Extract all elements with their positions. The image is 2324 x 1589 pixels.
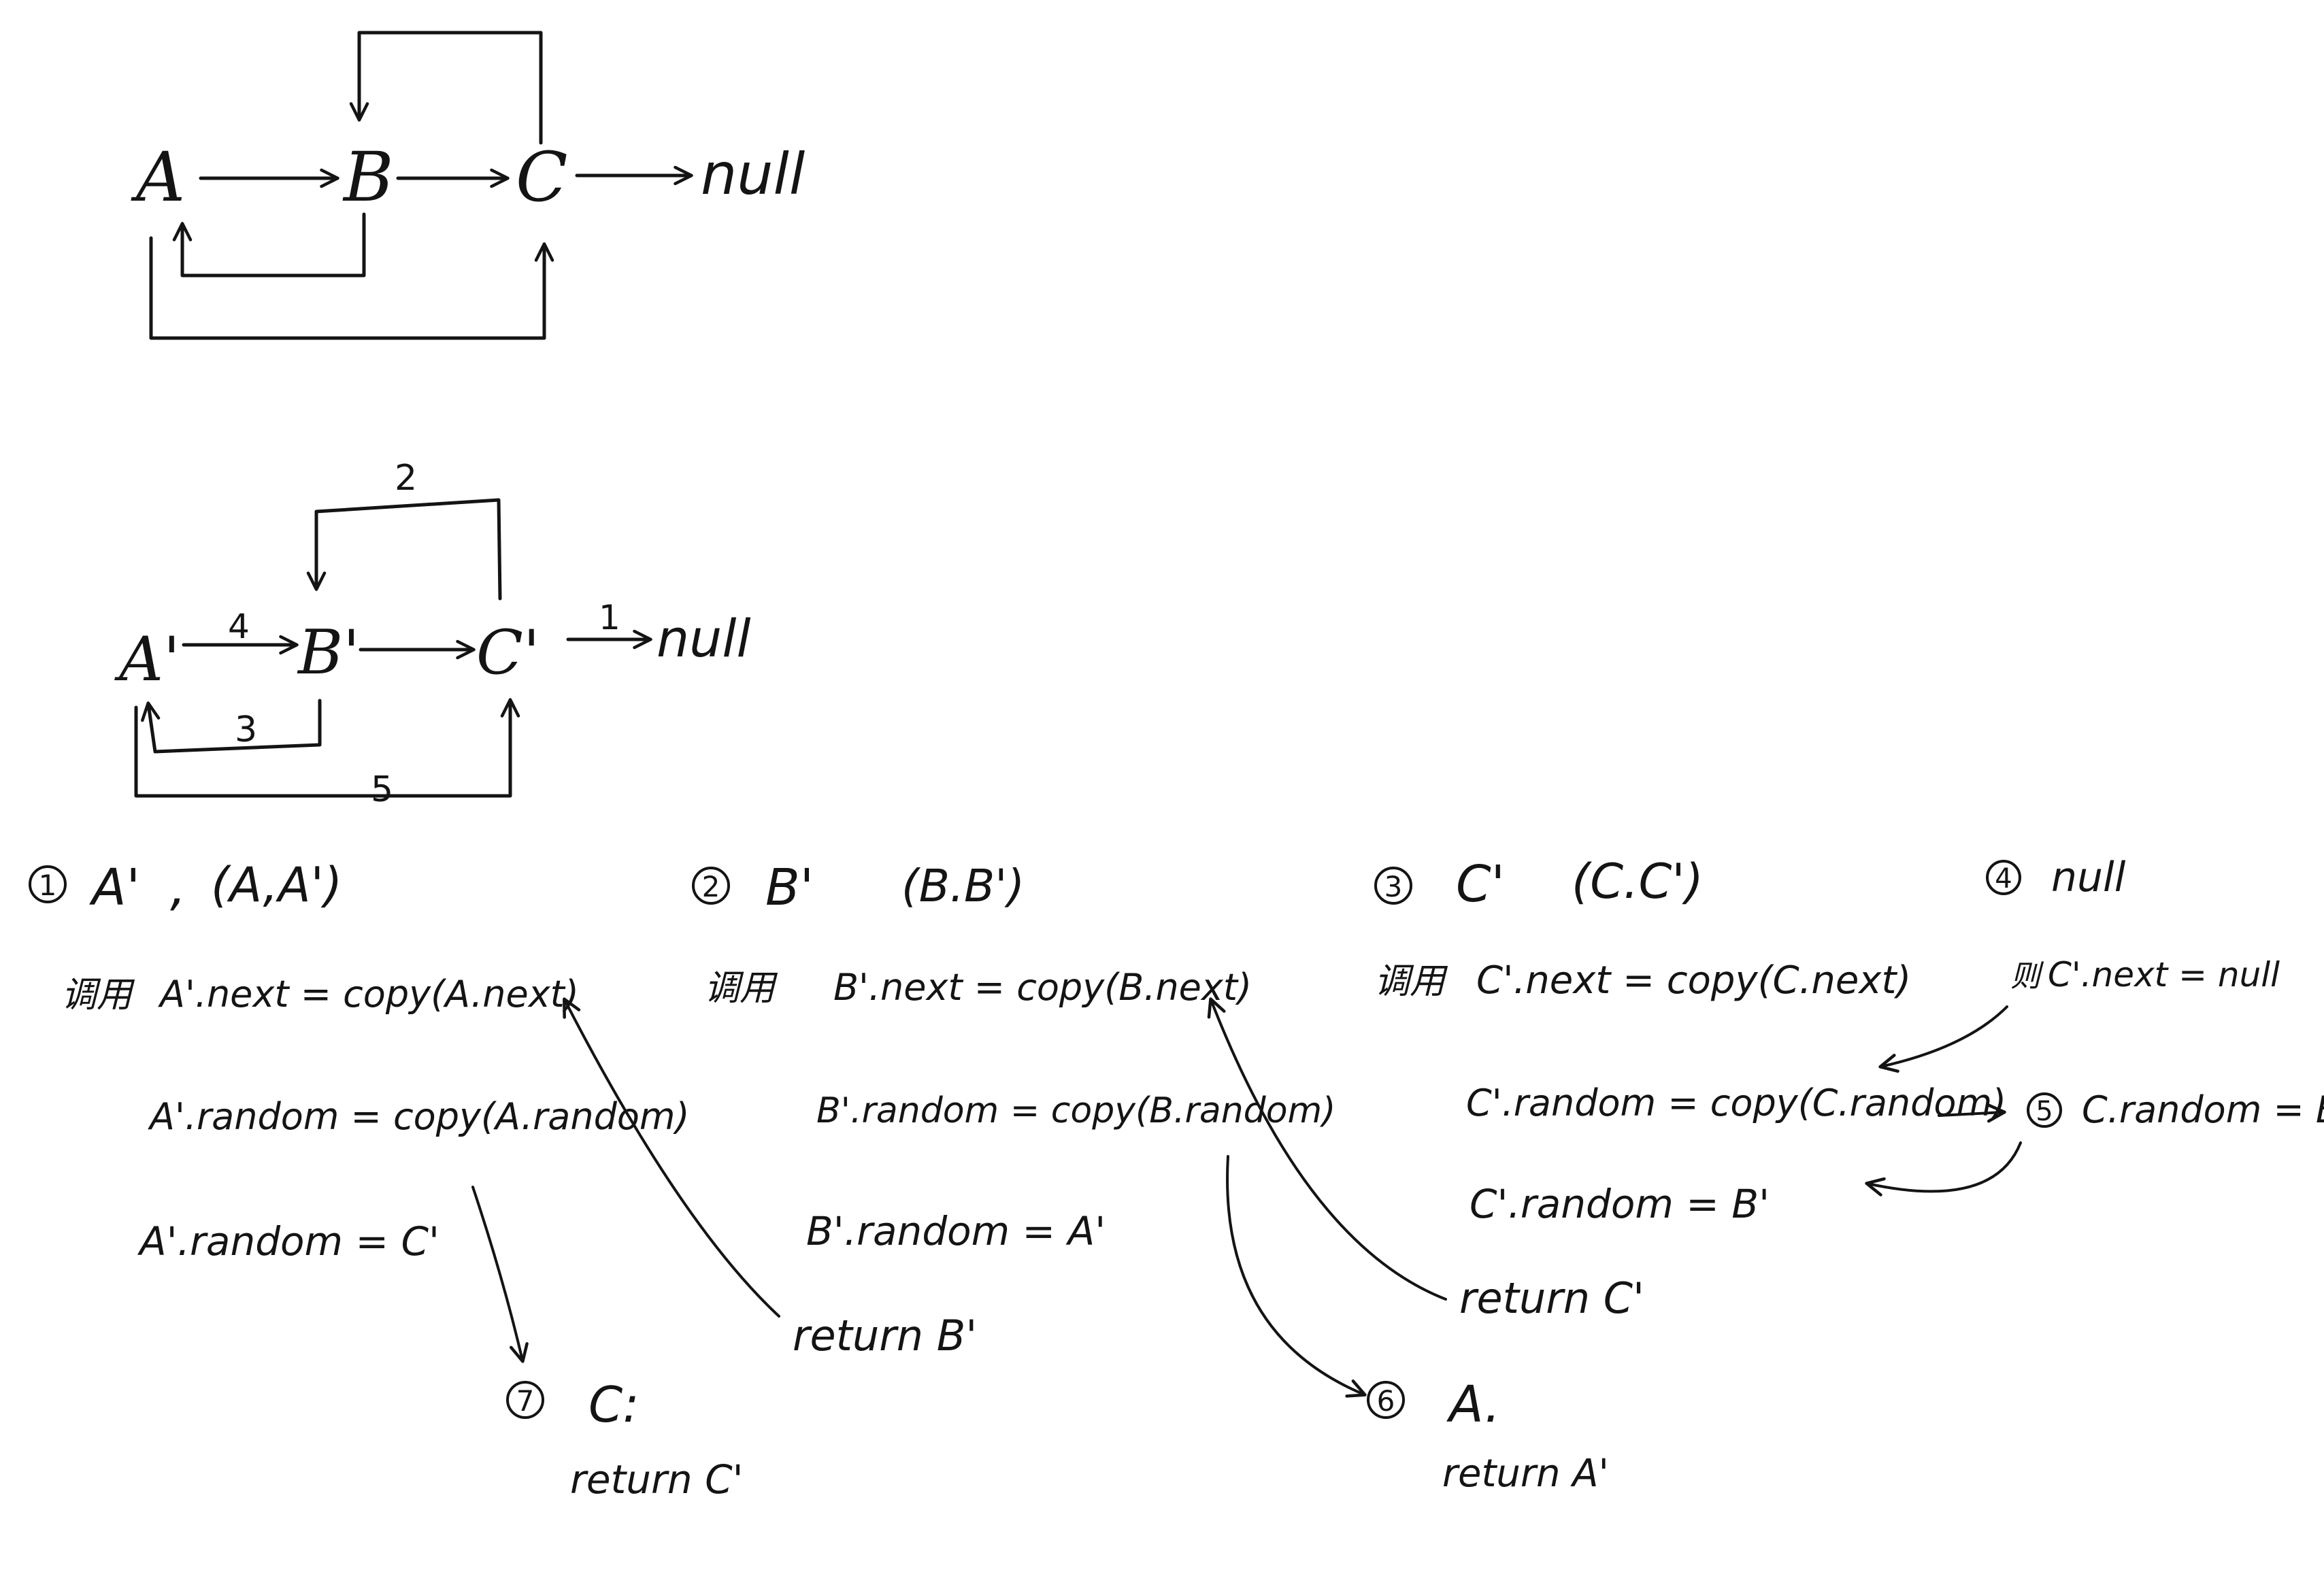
step-1: 1 A' , (A,A') 调用 A'.next = copy(A.next) … — [29, 857, 690, 1265]
arrow-step3-to-step5 — [1938, 1103, 2006, 1123]
step-3-next-line: C'.next = copy(C.next) — [1476, 958, 1911, 1003]
copied-list-diagram: A' B' C' null 4 1 2 3 5 — [114, 458, 751, 810]
step-6-number: 6 — [1377, 1384, 1395, 1418]
node-c: C — [516, 137, 568, 217]
step-3-circle — [1374, 867, 1412, 905]
node-b: B — [342, 137, 394, 217]
step-5-text: C.random = B — [2082, 1088, 2324, 1131]
original-list-diagram: A B C null — [131, 31, 805, 340]
step-1-call-prefix: 调用 — [61, 975, 135, 1016]
step-3-random-line: C'.random = copy(C.random) — [1466, 1082, 2006, 1124]
step-6: 6 A. return A' — [1367, 1375, 1609, 1496]
step-2-call-prefix: 调用 — [704, 968, 778, 1009]
step-1-next-line: A'.next = copy(A.next) — [158, 973, 579, 1016]
arrow-return-b-to-step1 — [563, 997, 780, 1318]
random-c-to-b — [349, 31, 543, 145]
step-3: 3 C' (C.C') 调用 C'.next = copy(C.next) C'… — [1374, 854, 2006, 1227]
edge-label-2: 2 — [395, 458, 417, 499]
step-2-circle — [692, 867, 730, 905]
step-6-return: return A' — [1442, 1452, 1609, 1496]
random-b-to-a — [172, 212, 366, 278]
random-c-prime-to-b-prime — [306, 498, 502, 601]
arrow-step1-to-step7 — [471, 1186, 529, 1363]
step-6-title: A. — [1446, 1375, 1501, 1434]
step-4-circle — [1986, 860, 2021, 895]
step-4-prefix: 则 — [2010, 959, 2044, 994]
step-5-number: 5 — [2036, 1096, 2053, 1127]
step-3-call-prefix: 调用 — [1374, 961, 1448, 1002]
step-7-return: return C' — [570, 1456, 744, 1503]
node-a: A — [131, 137, 185, 217]
random-a-prime-to-c-prime — [134, 698, 520, 798]
step-2-title: B' — [765, 858, 814, 917]
step-6-circle — [1367, 1381, 1405, 1419]
return-b-prime: return B' — [793, 1311, 977, 1360]
edge-label-1: 1 — [599, 598, 620, 637]
arrow-step2-to-step6 — [1226, 1155, 1367, 1398]
return-c-prime: return C' — [1459, 1273, 1644, 1323]
step-1-random-result: A'.random = C' — [137, 1218, 439, 1265]
step-7: 7 C: return C' — [506, 1376, 744, 1503]
step-1-number: 1 — [39, 869, 57, 902]
step-7-number: 7 — [516, 1384, 535, 1418]
random-a-to-c — [149, 236, 554, 340]
edge-label-3: 3 — [235, 709, 257, 750]
step-2: 2 B' (B.B') 调用 B'.next = copy(B.next) B'… — [692, 858, 1335, 1254]
step-2-random-line: B'.random = copy(B.random) — [816, 1090, 1335, 1131]
edge-label-5: 5 — [371, 769, 393, 810]
step-3-title: C' — [1456, 855, 1505, 914]
step-1-pair: (A,A') — [211, 857, 342, 913]
node-a-prime: A' — [114, 624, 180, 695]
step-2-next-line: B'.next = copy(B.next) — [833, 966, 1252, 1009]
step-7-circle — [506, 1381, 544, 1419]
step-4-title: null — [2051, 854, 2126, 901]
step-5-circle — [2027, 1092, 2062, 1128]
node-c-prime: C' — [476, 617, 540, 688]
step-5: 5 C.random = B — [2027, 1088, 2324, 1131]
step-4: 4 null 则 C'.next = null — [1986, 854, 2280, 994]
arrow-return-c-to-step2 — [1207, 997, 1447, 1301]
random-b-prime-to-a-prime — [141, 699, 322, 754]
step-2-number: 2 — [702, 870, 720, 903]
step-7-title: C: — [588, 1376, 640, 1433]
step-3-number: 3 — [1384, 870, 1403, 903]
step-1-comma: , — [170, 858, 186, 917]
step-1-title: A' — [89, 858, 140, 917]
null-label: null — [701, 141, 805, 207]
step-4-next-null: C'.next = null — [2048, 955, 2280, 994]
step-1-circle — [29, 865, 67, 903]
edge-label-4: 4 — [228, 607, 250, 646]
step-3-random-result: C'.random = B' — [1470, 1181, 1770, 1227]
step-2-random-result: B'.random = A' — [806, 1208, 1106, 1254]
step-1-random-line: A'.random = copy(A.random) — [148, 1095, 690, 1138]
step-2-pair: (B.B') — [901, 860, 1025, 912]
step-4-number: 4 — [1995, 863, 2012, 894]
null-label-2: null — [657, 608, 751, 669]
arrow-step5-to-step3 — [1865, 1141, 2022, 1197]
step-3-pair: (C.C') — [1572, 854, 1704, 909]
arrow-step4-to-step3 — [1878, 1005, 2008, 1073]
node-b-prime: B' — [297, 617, 360, 688]
